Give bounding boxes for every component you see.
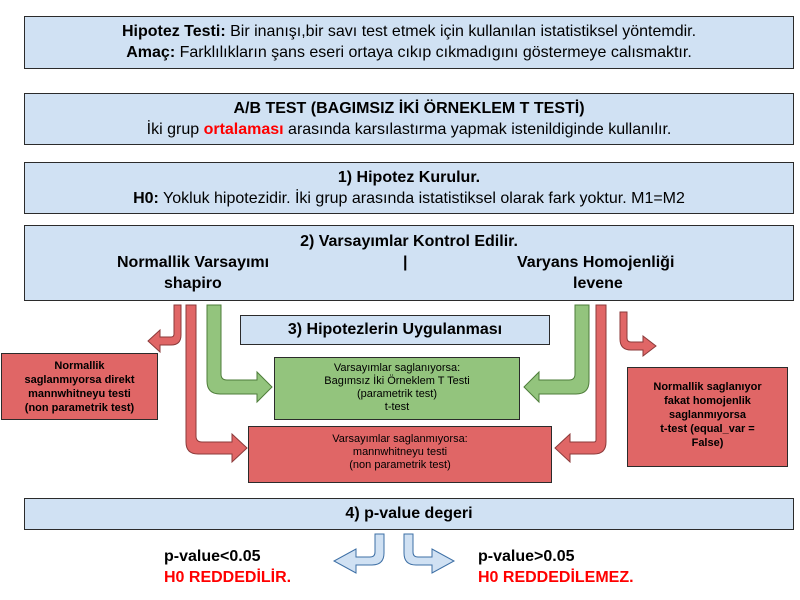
normality-fail-line-1: Normallik [54, 360, 105, 372]
arrow-normality-fail-left [147, 304, 182, 354]
step4-box: 4) p-value degeri [24, 498, 794, 530]
step3-title: 3) Hipotezlerin Uygulanması [287, 321, 503, 338]
variance-fail-line-3: saglanmıyorsa [668, 409, 747, 421]
arrow-pvalue-right [403, 533, 456, 574]
parametric-test-box: Varsayımlar saglanıyorsa: Bagımsız İki Ö… [274, 357, 520, 420]
pvalue-left-condition: p-value<0.05 [164, 548, 261, 565]
nonparametric-line-2: mannwhitneyu testi [352, 446, 448, 458]
pvalue-reject: p-value<0.05 H0 REDDEDİLİR. [164, 546, 291, 588]
parametric-line-3: (parametrik test) [356, 388, 438, 400]
aim-label: Amaç: [126, 44, 176, 61]
parametric-line-1: Varsayımlar saglanıyorsa: [333, 362, 461, 374]
step3-box: 3) Hipotezlerin Uygulanması [240, 315, 550, 345]
arrow-variance-fail-right [619, 311, 657, 358]
variance-fail-line-1: Normallik saglanıyor [653, 381, 762, 393]
levene-label: levene [573, 275, 623, 292]
pvalue-left-result: H0 REDDEDİLİR. [164, 569, 292, 586]
variance-fail-line-5: False) [691, 437, 724, 449]
variance-fail-line-2: fakat homojenlik [664, 395, 751, 407]
h0-label: H0: [133, 190, 159, 207]
ab-test-box: A/B TEST (BAGIMSIZ İKİ ÖRNEKLEM T TESTİ)… [24, 93, 794, 145]
assumptions-separator: | [403, 254, 408, 271]
step2-title: 2) Varsayımlar Kontrol Edilir. [300, 233, 518, 250]
definition-line-1: Hipotez Testi: Bir inanışı,bir savı test… [25, 21, 793, 42]
arrow-pvalue-left [332, 533, 385, 574]
shapiro-label: shapiro [164, 275, 222, 292]
parametric-line-2: Bagımsız İki Örneklem T Testi [324, 375, 470, 387]
normality-fail-line-4: (non parametrik test) [24, 402, 135, 414]
step1-h0: H0: Yokluk hipotezidir. İki grup arasınd… [25, 188, 793, 209]
definition-line-2: Amaç: Farklılıkların şans eseri ortaya c… [25, 42, 793, 63]
hypothesis-label: Hipotez Testi: [121, 23, 226, 40]
variance-fail-line-4: t-test (equal_var = [660, 423, 755, 435]
normality-fail-line-3: mannwhitneyu testi [28, 388, 131, 400]
arrow-assumptions-fail-left [185, 304, 248, 464]
aim-text: Farklılıkların şans eseri ortaya cıkıp c… [175, 44, 692, 61]
step2-box: 2) Varsayımlar Kontrol Edilir. Normallik… [24, 225, 794, 301]
pvalue-right-condition: p-value>0.05 [478, 548, 575, 565]
nonparametric-test-box: Varsayımlar saglanmıyorsa: mannwhitneyu … [248, 426, 552, 483]
h0-text: Yokluk hipotezidir. İki grup arasında is… [158, 190, 685, 207]
step1-title: 1) Hipotez Kurulur. [337, 169, 481, 186]
nonparametric-line-1: Varsayımlar saglanmıyorsa: [332, 433, 468, 445]
normality-fail-box: Normallik saglanmıyorsa direkt mannwhitn… [1, 353, 158, 420]
assumptions-row: Normallik Varsayımı | Varyans Homojenliğ… [25, 252, 793, 294]
definition-box: Hipotez Testi: Bir inanışı,bir savı test… [24, 16, 794, 69]
pvalue-right-result: H0 REDDEDİLEMEZ. [478, 569, 634, 586]
arrow-assumptions-fail-right [554, 304, 607, 464]
ab-test-desc: İki grup ortalaması arasında karsılastır… [25, 119, 793, 140]
parametric-line-4: t-test [384, 401, 410, 413]
step4-title: 4) p-value degeri [345, 505, 473, 522]
nonparametric-line-3: (non parametrik test) [349, 459, 451, 471]
step1-box: 1) Hipotez Kurulur. H0: Yokluk hipotezid… [24, 162, 794, 214]
pvalue-fail-to-reject: p-value>0.05 H0 REDDEDİLEMEZ. [478, 546, 634, 588]
ab-test-desc-post: arasında karsılastırma yapmak istenildig… [283, 121, 672, 138]
ab-test-title: A/B TEST (BAGIMSIZ İKİ ÖRNEKLEM T TESTİ) [233, 100, 585, 117]
normality-fail-line-2: saglanmıyorsa direkt [24, 374, 135, 386]
normality-label: Normallik Varsayımı [117, 254, 270, 271]
hypothesis-text: Bir inanışı,bir savı test etmek için kul… [225, 23, 697, 40]
variance-fail-box: Normallik saglanıyor fakat homojenlik sa… [627, 367, 788, 467]
ab-test-desc-pre: İki grup [146, 121, 204, 138]
variance-label: Varyans Homojenliği [517, 254, 675, 271]
ab-test-desc-highlight: ortalaması [203, 121, 284, 138]
